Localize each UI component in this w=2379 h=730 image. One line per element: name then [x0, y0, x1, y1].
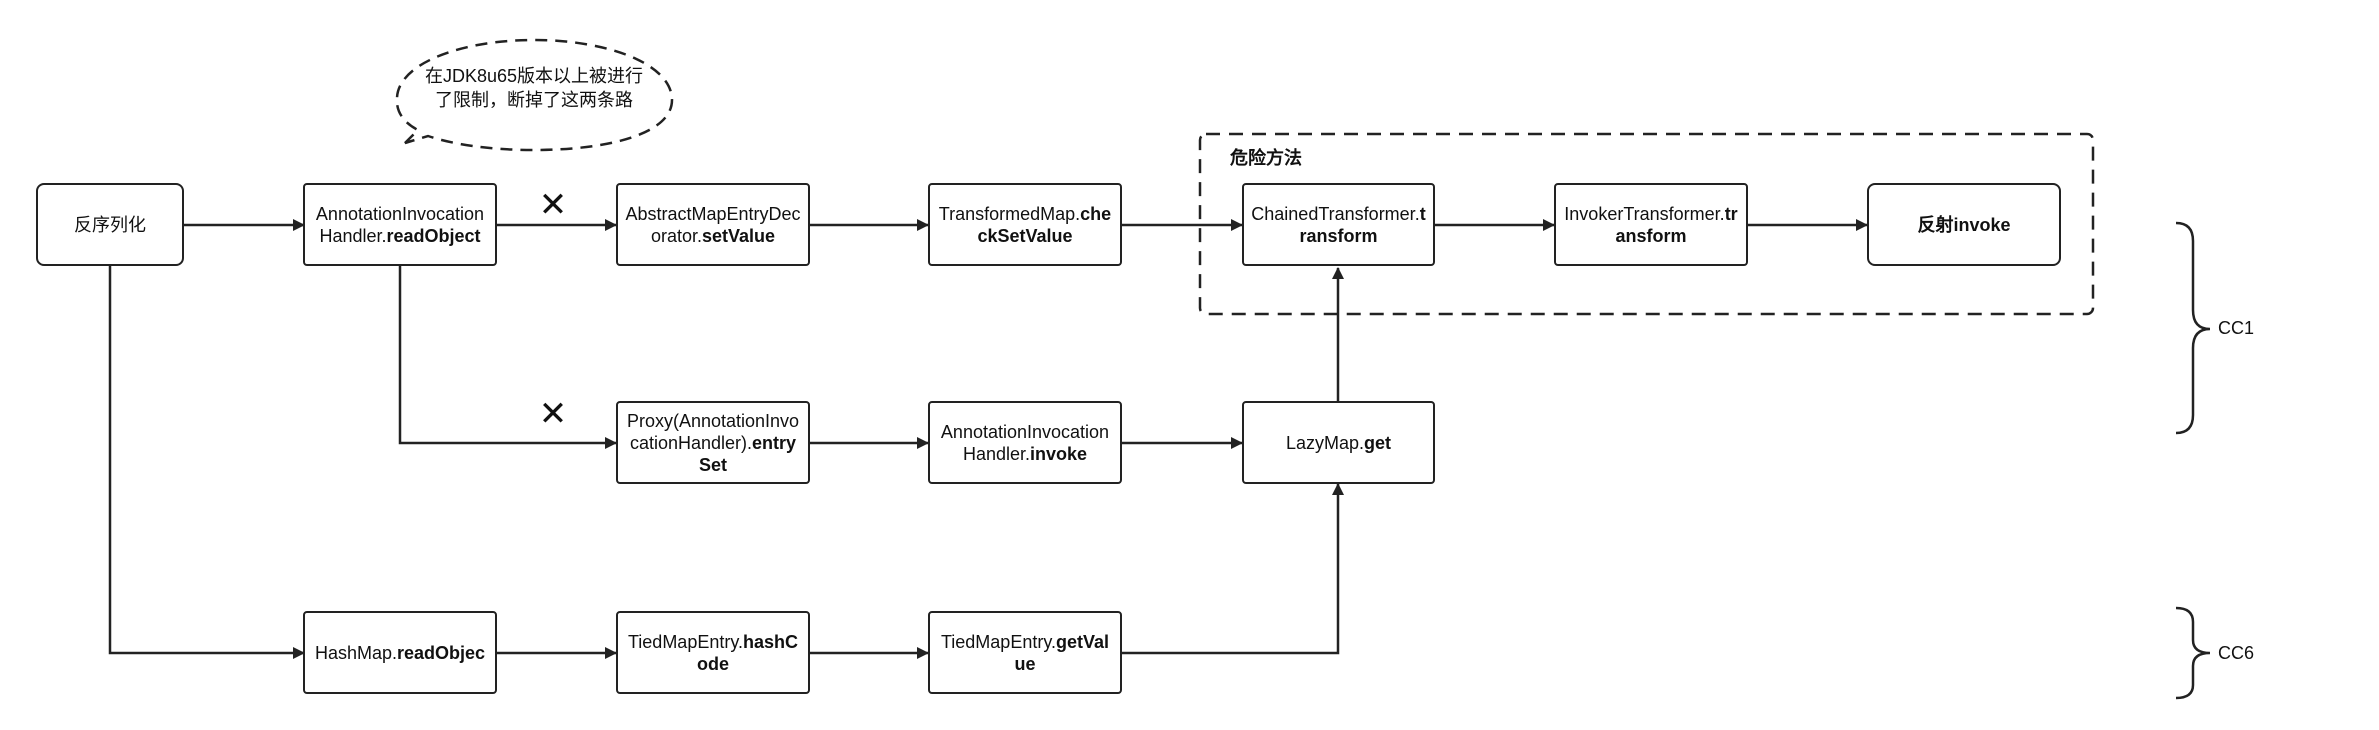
node-deserialize: 反序列化 — [36, 183, 184, 266]
node-deserialize-label: 反序列化 — [74, 214, 146, 235]
node-aih-invoke-method: invoke — [1030, 443, 1088, 464]
jdk-limitation-cloud — [395, 38, 674, 152]
node-tm-checksetvalue-method: checkSetValue — [977, 203, 1112, 246]
node-tme-hashcode-class: TiedMapEntry. — [627, 631, 744, 652]
node-aih-readobject: AnnotationInvocationHandler.readObject — [303, 183, 497, 266]
node-aih-invoke: AnnotationInvocationHandler.invoke — [928, 401, 1122, 484]
node-lazymap-get: LazyMap.get — [1242, 401, 1435, 484]
node-hashmap-readobject-label: HashMap.readObjec — [315, 642, 485, 664]
node-chained-transform: ChainedTransformer.transform — [1242, 183, 1435, 266]
dangerous-methods-group — [1198, 132, 2095, 316]
node-aih-readobject-class: AnnotationInvocationHandler. — [315, 203, 485, 246]
node-tme-hashcode-method: hashCode — [696, 631, 799, 674]
node-reflect-invoke-label: 反射invoke — [1917, 214, 2011, 235]
node-invoker-transform-method: transform — [1615, 203, 1738, 246]
node-chained-transform-class: ChainedTransformer. — [1251, 203, 1420, 224]
node-reflect-invoke: 反射invoke — [1867, 183, 2061, 266]
node-hashmap-readobject-method: readObjec — [397, 642, 486, 663]
edge-deserialize-hashmap — [108, 266, 305, 659]
jdk-limitation-note: 在JDK8u65版本以上被进行 了限制，断掉了这两条路 — [398, 64, 670, 112]
node-invoker-transform: InvokerTransformer.transform — [1554, 183, 1748, 266]
edge-readobject-proxy — [398, 266, 617, 449]
node-aih-invoke-label: AnnotationInvocationHandler.invoke — [936, 421, 1114, 465]
node-amed-setvalue-label: AbstractMapEntryDecorator.setValue — [624, 203, 802, 247]
node-lazymap-get-class: LazyMap. — [1285, 432, 1365, 453]
node-amed-setvalue: AbstractMapEntryDecorator.setValue — [616, 183, 810, 266]
dangerous-methods-label: 危险方法 — [1230, 148, 1302, 168]
node-tme-hashcode-label: TiedMapEntry.hashCode — [624, 631, 802, 675]
node-tme-getvalue-method: getValue — [1014, 631, 1110, 674]
node-proxy-entryset-class: Proxy(AnnotationInvocationHandler). — [626, 410, 800, 453]
node-tme-hashcode: TiedMapEntry.hashCode — [616, 611, 810, 694]
node-chained-transform-method: transform — [1299, 203, 1426, 246]
node-aih-readobject-label: AnnotationInvocationHandler.readObject — [311, 203, 489, 247]
node-chained-transform-label: ChainedTransformer.transform — [1250, 203, 1427, 247]
node-amed-setvalue-method: setValue — [701, 225, 776, 246]
node-proxy-entryset-method: entrySet — [698, 432, 797, 475]
node-aih-invoke-class: AnnotationInvocationHandler. — [940, 421, 1110, 464]
cc6-brace — [2175, 606, 2211, 700]
node-tm-checksetvalue-class: TransformedMap. — [938, 203, 1081, 224]
blocked-cross-icon-upper: ✕ — [538, 185, 568, 225]
node-tm-checksetvalue: TransformedMap.checkSetValue — [928, 183, 1122, 266]
node-invoker-transform-label: InvokerTransformer.transform — [1562, 203, 1740, 247]
node-tme-getvalue-label: TiedMapEntry.getValue — [936, 631, 1114, 675]
jdk-limitation-line2: 了限制，断掉了这两条路 — [435, 90, 633, 110]
blocked-cross-icon-lower: ✕ — [538, 394, 568, 434]
node-tme-getvalue-class: TiedMapEntry. — [940, 631, 1056, 652]
node-tm-checksetvalue-label: TransformedMap.checkSetValue — [936, 203, 1114, 247]
edge-getvalue-lazymap — [1122, 483, 1344, 655]
node-amed-setvalue-class: AbstractMapEntryDecorator. — [625, 203, 801, 246]
node-proxy-entryset-label: Proxy(AnnotationInvocationHandler).entry… — [624, 410, 802, 476]
node-tme-getvalue: TiedMapEntry.getValue — [928, 611, 1122, 694]
node-hashmap-readobject-class: HashMap. — [314, 642, 397, 663]
node-lazymap-get-label: LazyMap.get — [1286, 432, 1391, 454]
cc1-brace — [2175, 221, 2211, 435]
node-invoker-transform-class: InvokerTransformer. — [1564, 203, 1725, 224]
node-proxy-entryset: Proxy(AnnotationInvocationHandler).entry… — [616, 401, 810, 484]
jdk-limitation-line1: 在JDK8u65版本以上被进行 — [424, 66, 644, 86]
cc1-label: CC1 — [2218, 318, 2255, 338]
cc6-label: CC6 — [2218, 643, 2255, 663]
node-lazymap-get-method: get — [1364, 432, 1392, 453]
node-aih-readobject-method: readObject — [386, 225, 481, 246]
node-hashmap-readobject: HashMap.readObjec — [303, 611, 497, 694]
